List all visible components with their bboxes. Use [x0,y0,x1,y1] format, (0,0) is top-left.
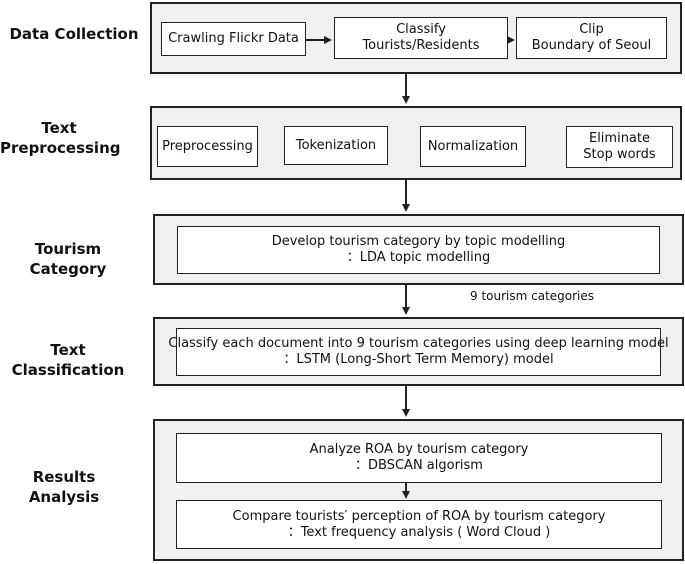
step-text: Classify [396,22,446,37]
step-text: Normalization [427,138,519,154]
step-normalization: Normalization [420,126,526,167]
stage-label-results-analysis: Results Analysis [28,468,100,506]
step-text: Crawling Flickr Data [168,31,299,46]
step-clip-boundary-of-seoul: Clip Boundary of Seoul [516,17,667,59]
step-text: Classify each document into 9 tourism ca… [168,336,669,351]
stage-label-text-preprocessing: Text Preprocessing [0,118,121,158]
step-text: Preprocessing [162,138,253,154]
arrow-note-9-categories: 9 tourism categories [470,289,595,303]
step-eliminate-stop-words: Eliminate Stop words [566,126,673,168]
stage-label-text-classification: Text Classification [11,341,125,379]
stage-label-line: Preprocessing [0,139,121,157]
step-text: Boundary of Seoul [531,38,652,53]
step-classify-documents-lstm: Classify each document into 9 tourism ca… [168,328,669,376]
step-text: Eliminate [588,131,650,146]
stage-label-line: Text [41,119,77,137]
stage-label-tourism-category: Tourism Category [29,240,107,278]
step-text: ：DBSCAN algorism [355,458,483,473]
step-develop-tourism-category: Develop tourism category by topic modell… [177,226,660,274]
step-text: ：Text frequency analysis ( Word Cloud ) [287,524,551,540]
step-tokenization: Tokenization [284,126,388,165]
step-compare-perception: Compare tourists′ perception of ROA by t… [176,500,662,549]
step-text: Analyze ROA by tourism category [309,442,529,457]
step-analyze-roa: Analyze ROA by tourism category ：DBSCAN … [176,433,662,483]
step-text: Compare tourists′ perception of ROA by t… [232,508,606,524]
step-text: ：LDA topic modelling [346,250,491,265]
stage-label-data-collection: Data Collection [9,25,139,43]
step-crawling-flickr-data: Crawling Flickr Data [161,22,306,56]
step-text: Tokenization [295,137,377,153]
step-text: Develop tourism category by topic modell… [271,234,566,249]
step-classify-tourists-residents: Classify Tourists/Residents [334,17,508,59]
step-preprocessing: Preprocessing [157,126,258,167]
step-text: Clip [579,22,604,37]
step-text: ：LSTM (Long-Short Term Memory) model [283,352,554,367]
step-text: Stop words [583,147,656,162]
step-text: Tourists/Residents [362,38,480,53]
